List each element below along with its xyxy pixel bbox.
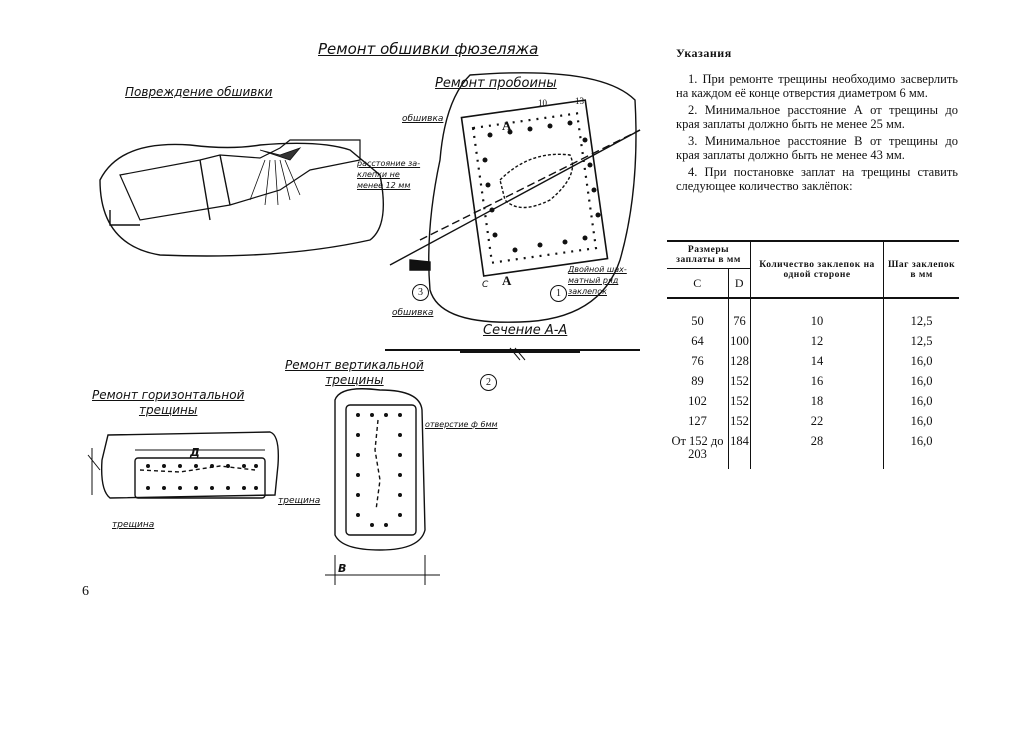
mark-a-top: А (502, 118, 512, 133)
mark-10: 10 (538, 98, 547, 108)
cell-count: 12 (750, 335, 885, 355)
cell-d: 152 (728, 375, 751, 395)
skin-label-2: обшивка (392, 308, 434, 318)
instructions-heading: Указания (676, 46, 732, 60)
vertical-repair-label: Ремонт вертикальной трещины (285, 358, 424, 388)
horizontal-repair-line-2: трещины (138, 403, 198, 417)
section-label: Сечение А-А (483, 323, 568, 338)
instruction-3: 3. Минимальное расстояние В от трещины д… (676, 134, 958, 162)
drawing-figure (87, 72, 641, 585)
double-row-line-3: заклепок (568, 287, 607, 296)
cell-c: 76 (667, 355, 729, 375)
cell-d: 184 (728, 435, 751, 469)
cell-c: 127 (667, 415, 729, 435)
instruction-2: 2. Минимальное расстояние А от трещины д… (676, 103, 958, 131)
callout-3: 3 (412, 284, 429, 301)
header-size: Размеры заплаты в мм (667, 240, 751, 269)
cell-d: 152 (728, 415, 751, 435)
instructions: Указания 1. При ремонте трещины необходи… (676, 46, 958, 196)
cell-pitch: 16,0 (910, 394, 933, 408)
table-row: 127 152 22 16,0 (667, 415, 959, 435)
cell-pitch: 16,0 (910, 414, 933, 428)
instruction-4: 4. При постановке заплат на трещины став… (676, 165, 958, 193)
repair-drawing: Ремонт обшивки фюзеляжа Повреждение обши… (80, 30, 650, 590)
cell-count: 10 (750, 298, 885, 335)
cell-c: 89 (667, 375, 729, 395)
vertical-repair-line-2: трещины (325, 373, 384, 387)
cell-c: 50 (667, 298, 729, 335)
col-c-header: С (667, 268, 729, 299)
cell-c: От 152 до 203 (667, 435, 729, 469)
rivet-distance-label: расстояние за- клепки не менее 12 мм (357, 158, 420, 191)
instruction-1: 1. При ремонте трещины необходимо засвер… (676, 72, 958, 100)
drawing-title: Ремонт обшивки фюзеляжа (318, 40, 539, 58)
crack-label-2: трещина (112, 520, 155, 530)
rivet-distance-line-2: клепки не (357, 170, 400, 179)
page-number: 6 (82, 584, 89, 599)
hole-6mm-label: отверстие ф 6мм (425, 420, 498, 429)
mark-c: С (482, 280, 489, 290)
double-row-label: Двойной шах- матный ряд заклепок (568, 264, 627, 297)
mark-b: В (338, 562, 347, 575)
table-row: 89 152 16 16,0 (667, 375, 959, 395)
cell-d: 76 (728, 298, 751, 335)
mark-a-bottom: А (502, 273, 512, 288)
table-row: 76 128 14 16,0 (667, 355, 959, 375)
cell-d: 128 (728, 355, 751, 375)
horizontal-repair-line-1: Ремонт горизонтальной (92, 388, 245, 402)
cell-pitch: 16,0 (910, 354, 933, 368)
damage-label: Повреждение обшивки (125, 85, 273, 99)
cell-pitch: 12,5 (910, 334, 933, 348)
skin-label-1: обшивка (402, 114, 444, 124)
horizontal-repair-label: Ремонт горизонтальной трещины (92, 388, 244, 418)
cell-count: 28 (750, 435, 885, 469)
table-row: 50 76 10 12,5 (667, 298, 959, 335)
cell-c: 102 (667, 395, 729, 415)
mark-13: 13 (575, 96, 584, 106)
double-row-line-2: матный ряд (568, 276, 619, 285)
table-row: 64 100 12 12,5 (667, 335, 959, 355)
cell-count: 18 (750, 395, 885, 415)
table-row: 102 152 18 16,0 (667, 395, 959, 415)
callout-1: 1 (550, 285, 567, 302)
header-count: Количество заклепок на одной стороне (750, 240, 885, 299)
rivet-table: Размеры заплаты в мм Количество заклепок… (667, 240, 959, 469)
cell-count: 14 (750, 355, 885, 375)
col-d-header: D (728, 268, 751, 299)
double-row-line-1: Двойной шах- (568, 265, 627, 274)
cell-d: 152 (728, 395, 751, 415)
crack-label-1: трещина (278, 496, 321, 506)
callout-2: 2 (480, 374, 497, 391)
rivet-distance-line-1: расстояние за- (357, 159, 421, 168)
table-row: От 152 до 203 184 28 16,0 (667, 435, 959, 469)
vertical-repair-line-1: Ремонт вертикальной (285, 358, 424, 372)
cell-count: 22 (750, 415, 885, 435)
hole-repair-label: Ремонт пробоины (435, 76, 557, 91)
cell-d: 100 (728, 335, 751, 355)
cell-pitch: 16,0 (910, 374, 933, 388)
cell-pitch: 16,0 (910, 434, 933, 448)
cell-c: 64 (667, 335, 729, 355)
mark-d: Д (190, 446, 200, 459)
header-pitch: Шаг заклепок в мм (883, 240, 959, 299)
rivet-distance-line-3: менее 12 мм (357, 181, 411, 190)
cell-pitch: 12,5 (910, 314, 933, 328)
cell-count: 16 (750, 375, 885, 395)
